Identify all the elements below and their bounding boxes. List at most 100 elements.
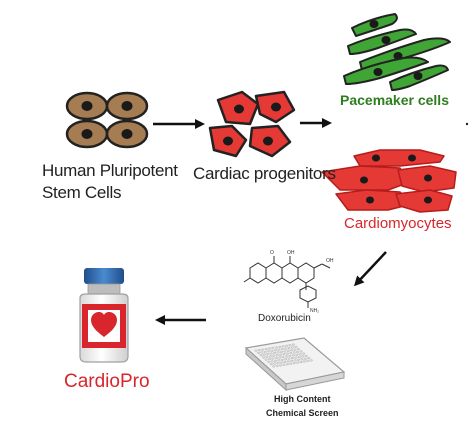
plate-well <box>277 359 281 362</box>
plate-well <box>299 361 303 364</box>
plate-well <box>286 360 290 363</box>
plate-well <box>282 353 286 356</box>
plate-well <box>264 358 268 361</box>
plate-well <box>279 353 283 356</box>
heart-icon <box>91 312 117 337</box>
plate-well <box>257 351 261 354</box>
plate-well <box>268 347 272 350</box>
progenitor-cell <box>254 90 296 124</box>
plate-well <box>293 348 297 351</box>
plate-well <box>297 358 301 361</box>
plate-well <box>275 364 279 367</box>
progenitor-cell <box>216 90 260 126</box>
plate-well <box>261 348 265 351</box>
plate-well <box>262 356 266 359</box>
progenitor-cell <box>208 124 248 158</box>
plate-well <box>292 351 296 354</box>
plate-well <box>264 348 268 351</box>
svg-text:O: O <box>270 250 274 256</box>
plate-well <box>281 345 285 348</box>
plate-well <box>302 352 306 355</box>
screen-label: High Content Chemical Screen <box>266 392 339 420</box>
plate-well <box>304 354 308 357</box>
doxorubicin-label: Doxorubicin <box>258 313 311 324</box>
plate-well <box>284 358 288 361</box>
progenitors-label: Cardiac progenitors <box>193 164 336 183</box>
pacemaker-cell <box>389 64 449 91</box>
arrow-to-screen <box>353 251 387 287</box>
plate-well <box>273 362 277 365</box>
plate-well <box>270 349 274 352</box>
plate-well <box>295 353 299 356</box>
plate-well <box>291 346 295 349</box>
progenitor-cell <box>248 124 292 158</box>
stem-cell <box>105 91 149 121</box>
plate-well <box>283 360 287 364</box>
cardiomyocyte-cluster <box>321 149 457 213</box>
plate-well <box>276 362 280 365</box>
doxorubicin-molecule: O OH OH NH₂ <box>243 250 334 314</box>
plate-well <box>271 346 275 349</box>
plate-well <box>273 351 277 355</box>
plate-well <box>289 362 293 365</box>
plate-well <box>263 350 267 353</box>
vial-cap <box>84 268 124 284</box>
stem-cells-label-line2: Stem Cells <box>42 183 122 202</box>
plate-well <box>292 362 296 365</box>
plate-well <box>291 357 295 360</box>
plate-well <box>277 348 281 351</box>
plate-well <box>260 351 264 354</box>
stem-cell <box>105 119 149 149</box>
plate-well <box>272 365 276 368</box>
screen-label-line1: High Content <box>274 394 331 404</box>
pacemaker-label: Pacemaker cells <box>340 92 449 108</box>
plate-well <box>288 344 292 347</box>
plate-well <box>262 353 266 356</box>
svg-text:OH: OH <box>287 250 295 256</box>
plate-well <box>274 357 278 360</box>
stem-cells-label-line1: Human Pluripotent <box>42 161 178 180</box>
plate-well <box>280 361 284 364</box>
plate-well <box>281 355 285 358</box>
plate-well <box>296 361 300 364</box>
plate-well <box>285 352 289 355</box>
plate-well <box>267 360 271 363</box>
plate-well <box>280 358 284 361</box>
plate-well <box>296 350 300 353</box>
plate-well <box>306 359 310 362</box>
plate-well <box>268 358 272 361</box>
plate-well <box>290 359 294 362</box>
plate-well <box>297 355 301 359</box>
svg-text:OH: OH <box>326 258 334 264</box>
plate-well <box>282 363 286 366</box>
plate-well <box>270 360 274 363</box>
plate-well <box>285 344 289 347</box>
plate-well <box>293 359 297 362</box>
plate-well <box>274 346 278 349</box>
cardiomyocytes-label: Cardiomyocytes <box>344 215 452 232</box>
plate-well <box>266 353 270 356</box>
plate-well <box>254 349 258 352</box>
plate-well <box>276 351 280 354</box>
plate-well <box>272 354 276 357</box>
plate-well <box>288 354 292 357</box>
screen-label-line2: Chemical Screen <box>266 408 339 418</box>
plate-well <box>307 357 311 360</box>
plate-well <box>301 355 305 358</box>
svg-text:NH₂: NH₂ <box>310 308 319 314</box>
cardiopro-vial <box>79 268 129 363</box>
plate-well <box>285 355 289 358</box>
plate-well <box>283 350 287 353</box>
plate-well <box>274 359 278 362</box>
plate-well <box>269 363 273 366</box>
plate-well <box>303 357 307 360</box>
plate-well <box>279 350 283 353</box>
cardiomyocyte <box>397 165 457 193</box>
plate-well <box>294 345 298 348</box>
stem-cell <box>65 91 109 121</box>
pacemaker-cell <box>347 28 417 55</box>
plate-well <box>265 355 269 358</box>
plate-well <box>259 354 263 357</box>
plate-well <box>287 357 291 360</box>
well-plate <box>244 337 346 392</box>
